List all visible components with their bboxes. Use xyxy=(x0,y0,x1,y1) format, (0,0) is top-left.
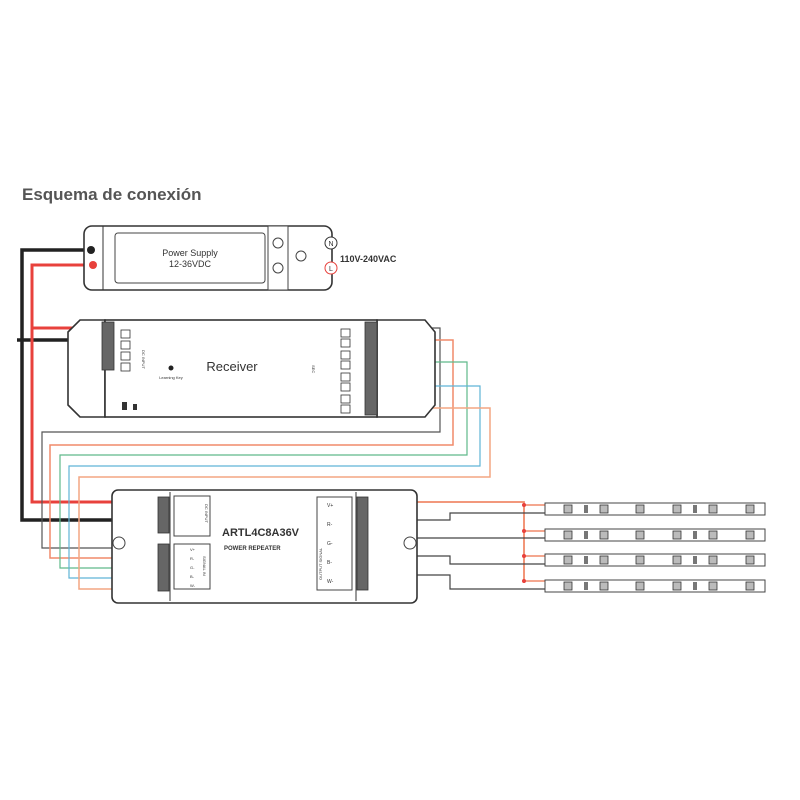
ps-label-line1: Power Supply xyxy=(162,248,218,258)
led-chip xyxy=(745,555,755,565)
common-signal-wire xyxy=(41,327,441,549)
led-chip xyxy=(708,581,718,591)
dc-input-label: DC INPUT xyxy=(204,504,209,523)
led-chip xyxy=(672,530,682,540)
led-chip xyxy=(599,504,609,514)
learning-key-label: Learning Key xyxy=(159,375,183,380)
white-signal-wire xyxy=(78,407,491,590)
led-strip-1 xyxy=(544,502,766,516)
led-chip xyxy=(635,530,645,540)
learning-key-button[interactable] xyxy=(168,365,174,371)
led-chip xyxy=(708,555,718,565)
led-chip xyxy=(599,581,609,591)
output-terminal-vplus: V+ xyxy=(327,503,333,509)
resistor xyxy=(584,582,588,590)
led-chip xyxy=(635,555,645,565)
led-chip xyxy=(635,581,645,591)
output-terminal-r: R- xyxy=(327,522,333,528)
black-main-wire xyxy=(20,248,165,522)
output-terminal-g: G- xyxy=(327,541,333,547)
output-signal-label: OUTPUT SIGNAL xyxy=(318,547,323,580)
resistor xyxy=(693,505,697,513)
power-repeater: DC INPUT SIGNAL IN OUTPUT SIGNAL V+ R- G… xyxy=(111,489,418,604)
led-strip-3 xyxy=(544,553,766,567)
led-chip xyxy=(672,581,682,591)
output-terminal-w: W- xyxy=(327,579,334,585)
receiver-label: Receiver xyxy=(206,359,258,374)
live-label: L xyxy=(329,266,333,273)
repeater-model: ARTL4C8A36V xyxy=(222,527,300,539)
led-chip xyxy=(635,504,645,514)
signal-in-label: SIGNAL IN xyxy=(202,556,207,576)
receiver: DC INPUT Learning Key Receiver SEC xyxy=(67,319,436,418)
signal-in-terminal-r: R- xyxy=(190,556,195,561)
receiver-input-label: DC INPUT xyxy=(141,350,146,369)
output-terminal-b: B- xyxy=(327,560,332,566)
led-chip xyxy=(745,581,755,591)
led-chip xyxy=(563,581,573,591)
resistor xyxy=(693,531,697,539)
resistor xyxy=(584,505,588,513)
signal-in-terminal-vplus: V+ xyxy=(190,547,196,552)
signal-in-terminal-w: W- xyxy=(190,583,196,588)
led-chip xyxy=(708,504,718,514)
blue-signal-wire xyxy=(68,385,481,579)
power-supply: Power Supply 12-36VDC N L 110V-240VAC xyxy=(83,225,397,291)
led-chip xyxy=(599,555,609,565)
led-strips xyxy=(544,502,766,593)
led-chip xyxy=(599,530,609,540)
led-chip xyxy=(745,504,755,514)
neutral-label: N xyxy=(328,241,333,248)
led-strip-2 xyxy=(544,528,766,542)
led-chip xyxy=(672,504,682,514)
resistor xyxy=(693,556,697,564)
led-chip xyxy=(672,555,682,565)
led-chip xyxy=(563,530,573,540)
signal-in-terminal-g: G- xyxy=(190,565,195,570)
receiver-output-label: SEC xyxy=(311,365,316,373)
signal-in-terminal-b: B- xyxy=(190,574,195,579)
resistor xyxy=(693,582,697,590)
resistor xyxy=(584,556,588,564)
ps-label-line2: 12-36VDC xyxy=(169,259,212,269)
diagram-title: Esquema de conexión xyxy=(22,185,202,204)
ac-voltage-label: 110V-240VAC xyxy=(340,254,397,264)
resistor xyxy=(584,531,588,539)
ps-positive-terminal xyxy=(89,261,97,269)
led-chip xyxy=(708,530,718,540)
led-strip-4 xyxy=(544,579,766,593)
led-chip xyxy=(745,530,755,540)
ps-negative-terminal xyxy=(87,246,95,254)
green-signal-wire xyxy=(59,361,468,569)
red-main-wire xyxy=(30,263,165,504)
repeater-subtitle: POWER REPEATER xyxy=(224,546,281,552)
led-chip xyxy=(563,504,573,514)
led-chip xyxy=(563,555,573,565)
